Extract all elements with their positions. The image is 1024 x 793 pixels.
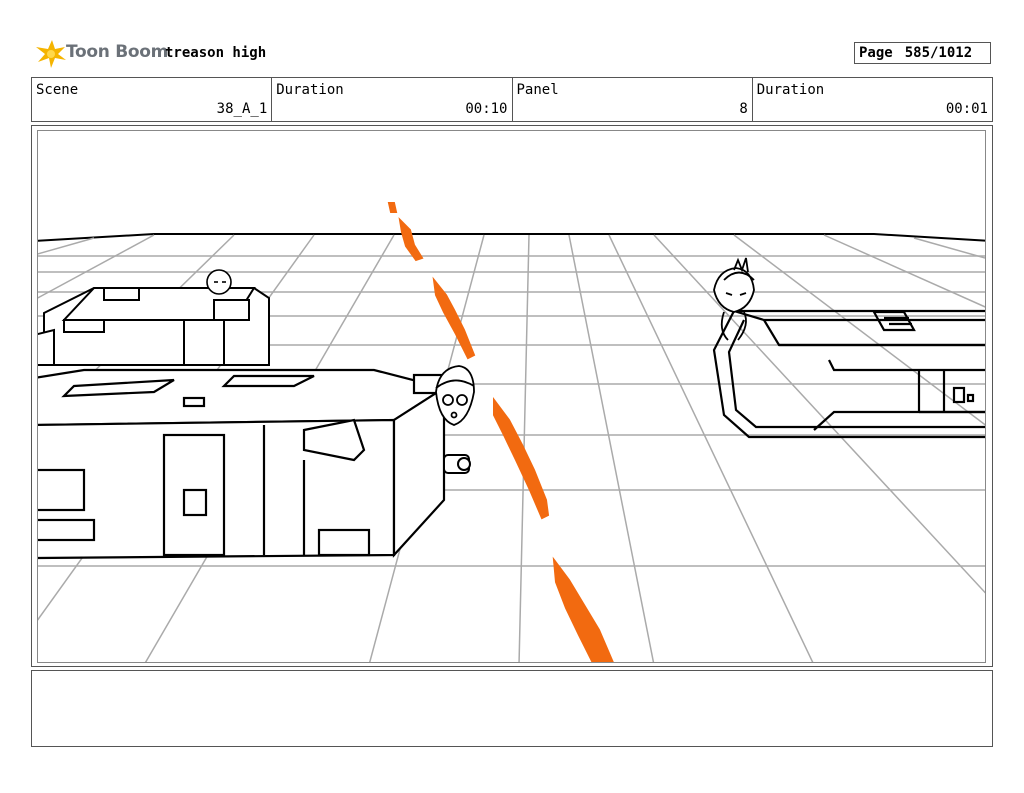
scene-duration-value: 00:10 [465,101,508,117]
logo-wordmark: Toon Boom [66,42,169,62]
panel-cell: Panel 8 [513,78,753,121]
left-far-console [38,287,270,366]
panel-duration-value: 00:01 [945,101,988,117]
scene-value: 38_A_1 [216,101,268,117]
left-near-console [38,368,456,560]
laser-beam [387,202,614,662]
horizon-line [38,233,985,242]
star-burst-icon [36,40,66,68]
toon-boom-logo: Toon Boom [34,38,168,70]
panel-notes-box [31,670,993,747]
character-peeking-left [206,269,232,295]
page-number: 585/1012 [904,45,973,61]
page-indicator: Page 585/1012 [854,42,991,64]
page-label: Page [859,45,893,61]
storyboard-panel-frame [31,125,993,667]
panel-label: Panel [516,82,559,98]
panel-value: 8 [739,101,748,117]
scene-duration-cell: Duration 00:10 [272,78,513,121]
scene-label: Scene [36,82,79,98]
storyboard-drawing [37,130,986,663]
project-title: treason high [165,45,267,61]
storyboard-sketch [38,202,985,662]
console-nozzle [443,454,471,474]
panel-duration-label: Duration [756,82,825,98]
scene-info-row: Scene 38_A_1 Duration 00:10 Panel 8 Dura… [31,77,993,122]
scene-duration-label: Duration [276,82,344,98]
character-right-desk [713,257,755,341]
right-desk [712,309,985,439]
panel-duration-cell: Duration 00:01 [753,78,992,121]
character-peeking-center [435,365,475,426]
scene-cell: Scene 38_A_1 [32,78,273,121]
